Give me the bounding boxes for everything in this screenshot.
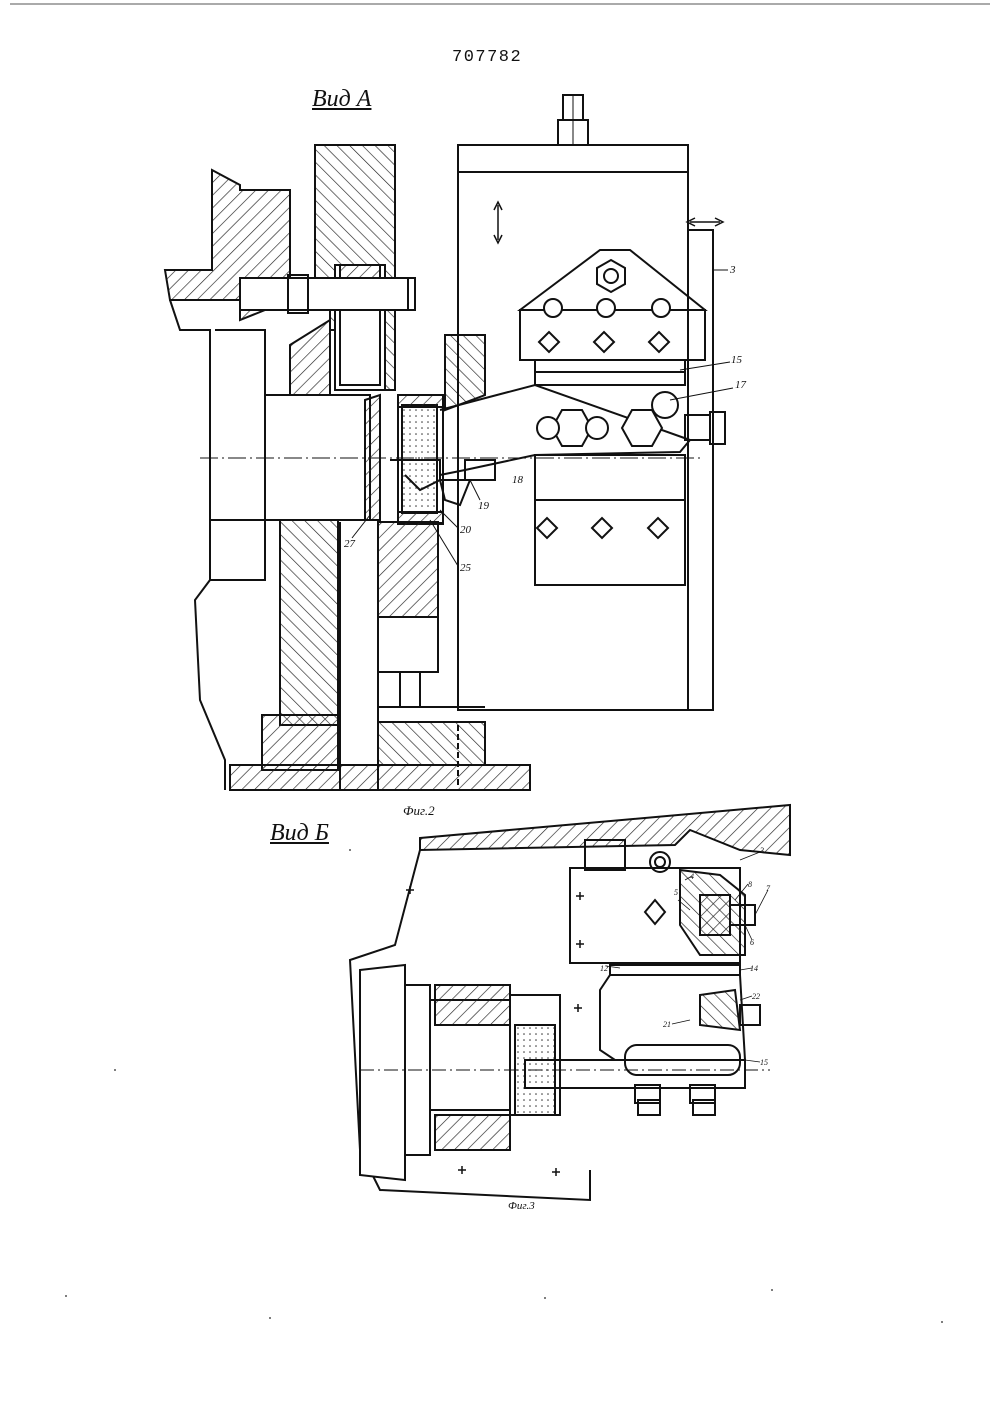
fig2-bolts <box>537 260 678 538</box>
fig3-drawing <box>350 805 790 1200</box>
